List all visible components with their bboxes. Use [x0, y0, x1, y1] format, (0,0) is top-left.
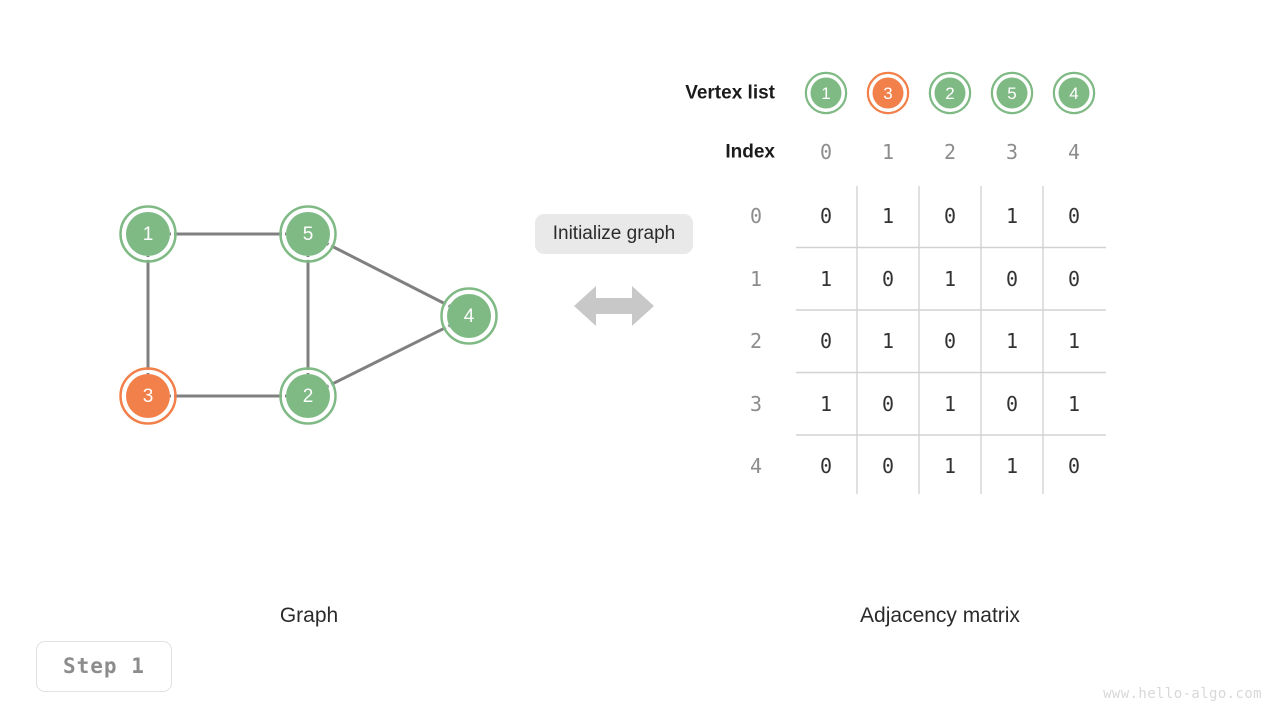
graph-nodes: 1 5 3 2 4	[119, 205, 498, 425]
matrix-cell: 0	[820, 204, 832, 228]
graph-panel: 1 5 3 2 4	[0, 0, 520, 560]
matrix-column-index: 2	[944, 140, 956, 164]
matrix-cell: 1	[820, 392, 832, 416]
matrix-cell: 0	[882, 454, 894, 478]
index-label: Index	[725, 142, 775, 163]
matrix-row-index: 3	[750, 392, 762, 416]
matrix-cell: 0	[944, 329, 956, 353]
vertex-chip-3[interactable]: 3	[866, 71, 910, 115]
matrix-cell: 1	[944, 392, 956, 416]
matrix-cell: 1	[1006, 329, 1018, 353]
matrix-column-index: 1	[882, 140, 894, 164]
graph-node-1[interactable]: 1	[119, 205, 177, 263]
matrix-row-index: 2	[750, 329, 762, 353]
graph-node-label: 2	[303, 386, 314, 407]
matrix-column-index: 0	[820, 140, 832, 164]
step-badge: Step 1	[36, 641, 172, 692]
vertex-chip-1[interactable]: 1	[804, 71, 848, 115]
matrix-row-index: 1	[750, 267, 762, 291]
vertex-chip-label: 1	[821, 84, 830, 103]
graph-caption: Graph	[279, 604, 339, 627]
vertex-chip-4[interactable]: 4	[1052, 71, 1096, 115]
matrix-cell: 1	[882, 204, 894, 228]
matrix-cell: 0	[1006, 392, 1018, 416]
matrix-cell: 1	[944, 454, 956, 478]
vertex-chip-label: 4	[1069, 84, 1078, 103]
matrix-cell: 0	[820, 329, 832, 353]
matrix-cells: 0 1 0 1 0 1 0 1 0 0 0 1 0 1 1 1 0 1 0 1 0 0 1 1 0	[820, 204, 1080, 478]
graph-node-4[interactable]: 4	[440, 287, 498, 345]
vertex-chip-label: 5	[1007, 84, 1016, 103]
watermark: www.hello-algo.com	[1103, 686, 1262, 702]
matrix-cell: 1	[1068, 329, 1080, 353]
graph-edge	[326, 242, 451, 308]
matrix-row-index: 4	[750, 454, 762, 478]
matrix-cell: 1	[1068, 392, 1080, 416]
matrix-cell: 0	[882, 267, 894, 291]
matrix-gridlines	[796, 186, 1106, 494]
matrix-cell: 0	[1068, 454, 1080, 478]
adjacency-matrix-caption: Adjacency matrix	[860, 604, 1020, 627]
vertex-chip-label: 2	[945, 84, 954, 103]
graph-node-2[interactable]: 2	[279, 367, 337, 425]
graph-edge	[327, 324, 450, 388]
matrix-cell: 0	[820, 454, 832, 478]
graph-node-label: 4	[464, 306, 475, 327]
matrix-cell: 0	[882, 392, 894, 416]
graph-edges	[146, 232, 451, 398]
matrix-cell: 1	[882, 329, 894, 353]
matrix-cell: 0	[944, 204, 956, 228]
vertex-chip-label: 3	[883, 84, 892, 103]
matrix-row-index: 0	[750, 204, 762, 228]
graph-node-label: 1	[143, 224, 154, 245]
initialize-graph-chip: Initialize graph	[534, 214, 694, 254]
matrix-cell: 1	[1006, 204, 1018, 228]
matrix-cell: 0	[1006, 267, 1018, 291]
matrix-cell: 1	[820, 267, 832, 291]
matrix-cell: 1	[944, 267, 956, 291]
graph-node-label: 5	[303, 224, 314, 245]
vertex-chip-2[interactable]: 2	[928, 71, 972, 115]
matrix-cell: 1	[1006, 454, 1018, 478]
vertex-list-label: Vertex list	[685, 83, 775, 104]
matrix-column-index: 3	[1006, 140, 1018, 164]
transform-block: Initialize graph	[516, 214, 712, 333]
vertex-chip-5[interactable]: 5	[990, 71, 1034, 115]
matrix-column-index: 4	[1068, 140, 1080, 164]
graph-node-5[interactable]: 5	[279, 205, 337, 263]
graph-node-3[interactable]: 3	[119, 367, 177, 425]
matrix-cell: 0	[1068, 267, 1080, 291]
graph-node-label: 3	[143, 386, 154, 407]
graph-diagram: 1 5 3 2 4	[119, 205, 498, 425]
double-arrow-horizontal-icon	[516, 284, 712, 333]
matrix-cell: 0	[1068, 204, 1080, 228]
